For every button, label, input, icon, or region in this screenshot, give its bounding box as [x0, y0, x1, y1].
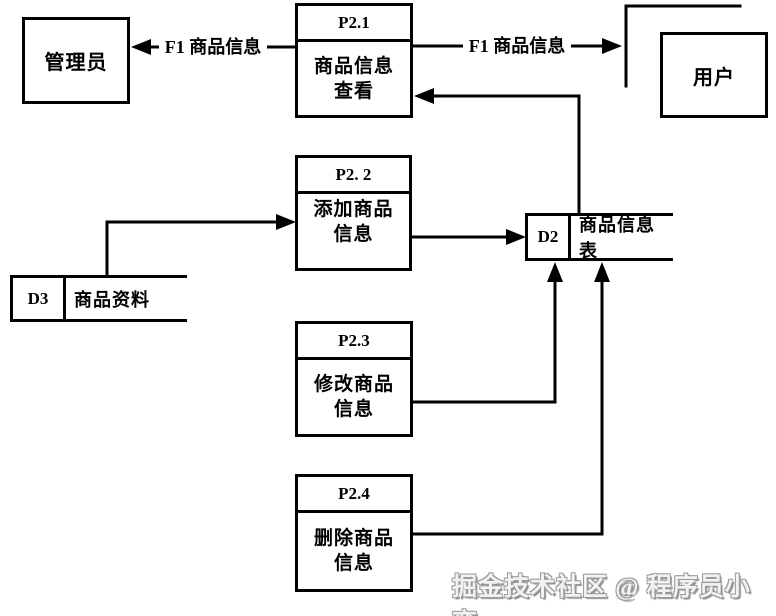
process-p2-2-name: 添加商品 信息 [313, 199, 394, 245]
flow-d2-to-p21 [414, 88, 581, 215]
flow-d3-to-p22 [105, 214, 296, 277]
process-p2-4-id: P2.4 [298, 477, 410, 513]
flow-p22-to-d2 [410, 229, 526, 245]
datastore-d3: D3 商品资料 [10, 275, 187, 322]
datastore-d2: D2 商品信息表 [525, 213, 673, 261]
process-p2-1-name: 商品信息 查看 [313, 55, 394, 102]
flow-label-f1-to-user: F1 商品信息 [463, 34, 571, 58]
entity-admin: 管理员 [22, 17, 130, 104]
datastore-d2-id: D2 [525, 216, 571, 258]
datastore-d3-id: D3 [10, 278, 66, 319]
flow-p23-to-d2 [411, 262, 563, 404]
flow-p24-to-d2 [411, 262, 610, 536]
process-p2-3-id: P2.3 [298, 324, 410, 360]
process-p2-3-name: 修改商品 信息 [313, 374, 394, 420]
process-p2-1: P2.1 商品信息 查看 [295, 3, 413, 118]
watermark-text: 掘金技术社区 @ 程序员小奕 [452, 574, 751, 616]
entity-user-label: 用户 [693, 66, 735, 89]
process-p2-3: P2.3 修改商品 信息 [295, 321, 413, 437]
datastore-d2-label: 商品信息表 [579, 215, 655, 261]
process-p2-4: P2.4 删除商品 信息 [295, 474, 413, 592]
entity-admin-label: 管理员 [44, 52, 108, 74]
entity-user: 用户 [660, 32, 768, 118]
process-p2-4-name: 删除商品 信息 [313, 528, 394, 574]
process-p2-2: P2. 2 添加商品 信息 [295, 155, 412, 271]
process-p2-1-id: P2.1 [298, 6, 410, 42]
process-p2-2-id: P2. 2 [298, 158, 409, 194]
flow-label-f1-to-admin: F1 商品信息 [159, 35, 267, 59]
corner-bracket [624, 4, 742, 88]
datastore-d3-label: 商品资料 [74, 289, 150, 310]
